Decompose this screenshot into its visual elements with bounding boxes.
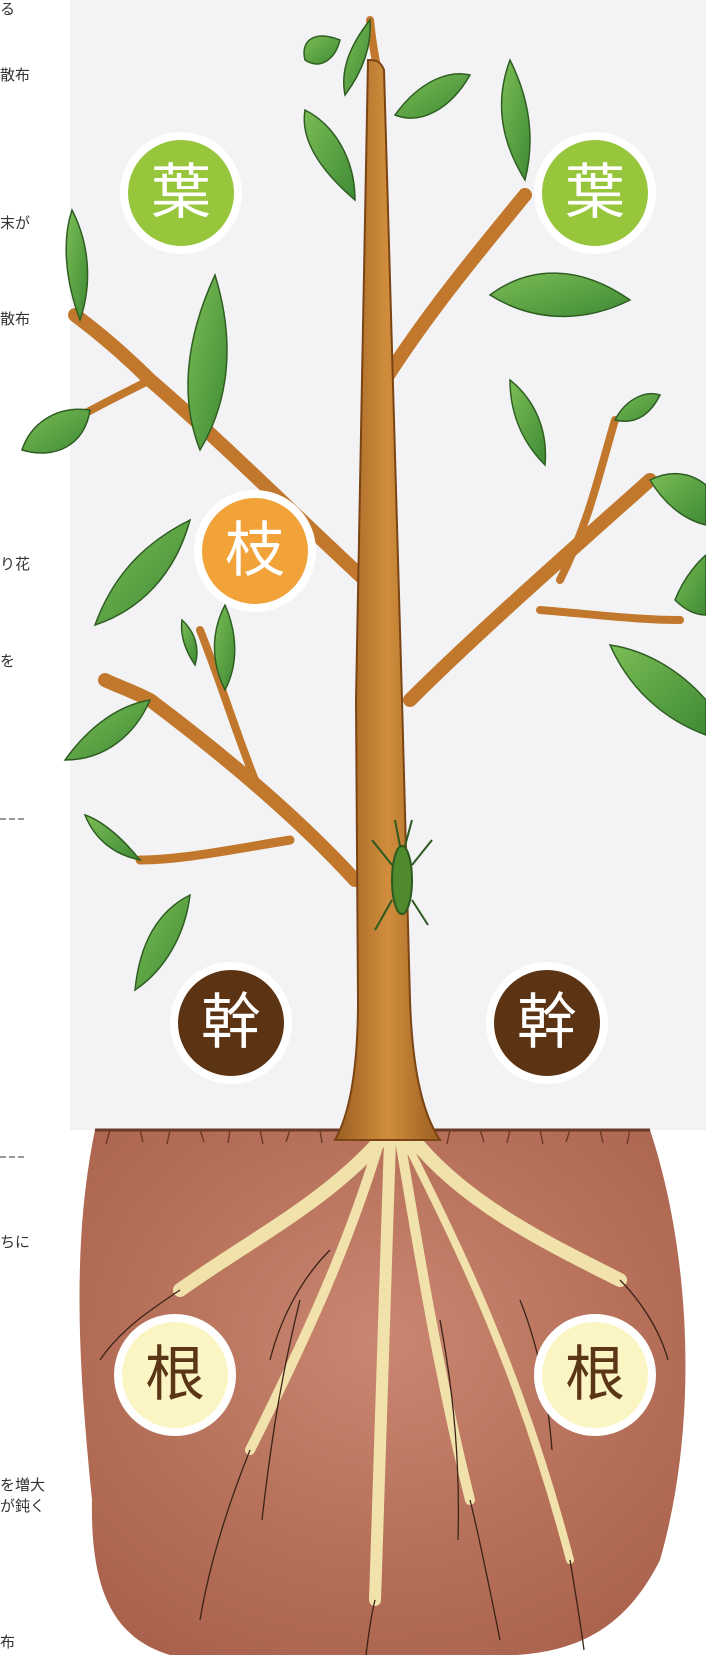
insect [371,819,433,931]
trunk-label-left: 幹 [170,962,292,1084]
edge-text: ちに [0,1233,31,1251]
trunk-label-right: 幹 [486,962,608,1084]
edge-text: 布 [0,1633,16,1651]
leaf [608,644,706,736]
edge-text: る [0,0,16,18]
edge-text: 末が [0,214,31,232]
leaf [93,518,192,627]
grass-ticks [105,1129,631,1145]
leaf-label-left: 葉 [120,132,242,254]
leaf [500,58,531,182]
leaf [83,813,142,862]
branches [51,16,684,887]
leaves [21,18,706,992]
leaf [63,699,152,761]
leaf [303,35,341,65]
leaf [393,73,472,119]
edge-text: 散布 [0,310,31,328]
roots [173,1128,627,1606]
leaf [134,893,191,992]
root-label-right: 根 [534,1314,656,1436]
trunk [333,58,442,1141]
leaf-label-right: 葉 [534,132,656,254]
leaf [213,603,236,692]
fine-roots [99,1249,669,1655]
edge-text: を [0,652,16,670]
leaf [187,272,228,452]
edge-text: り花 [0,555,31,573]
divider [0,1156,24,1158]
leaf [613,393,662,422]
leaf [21,408,91,454]
leaf [674,554,706,616]
leaf [343,18,371,97]
leaf [180,618,198,667]
leaf [509,378,547,467]
branch-label: 枝 [194,490,316,612]
leaf [488,272,632,318]
leaf [65,208,89,323]
divider [0,818,24,820]
leaf [303,108,356,202]
edge-text: 散布 [0,66,31,84]
edge-text: が鈍く [0,1497,46,1515]
root-label-left: 根 [114,1314,236,1436]
leaf [648,473,706,526]
edge-text: を増大 [0,1476,46,1494]
